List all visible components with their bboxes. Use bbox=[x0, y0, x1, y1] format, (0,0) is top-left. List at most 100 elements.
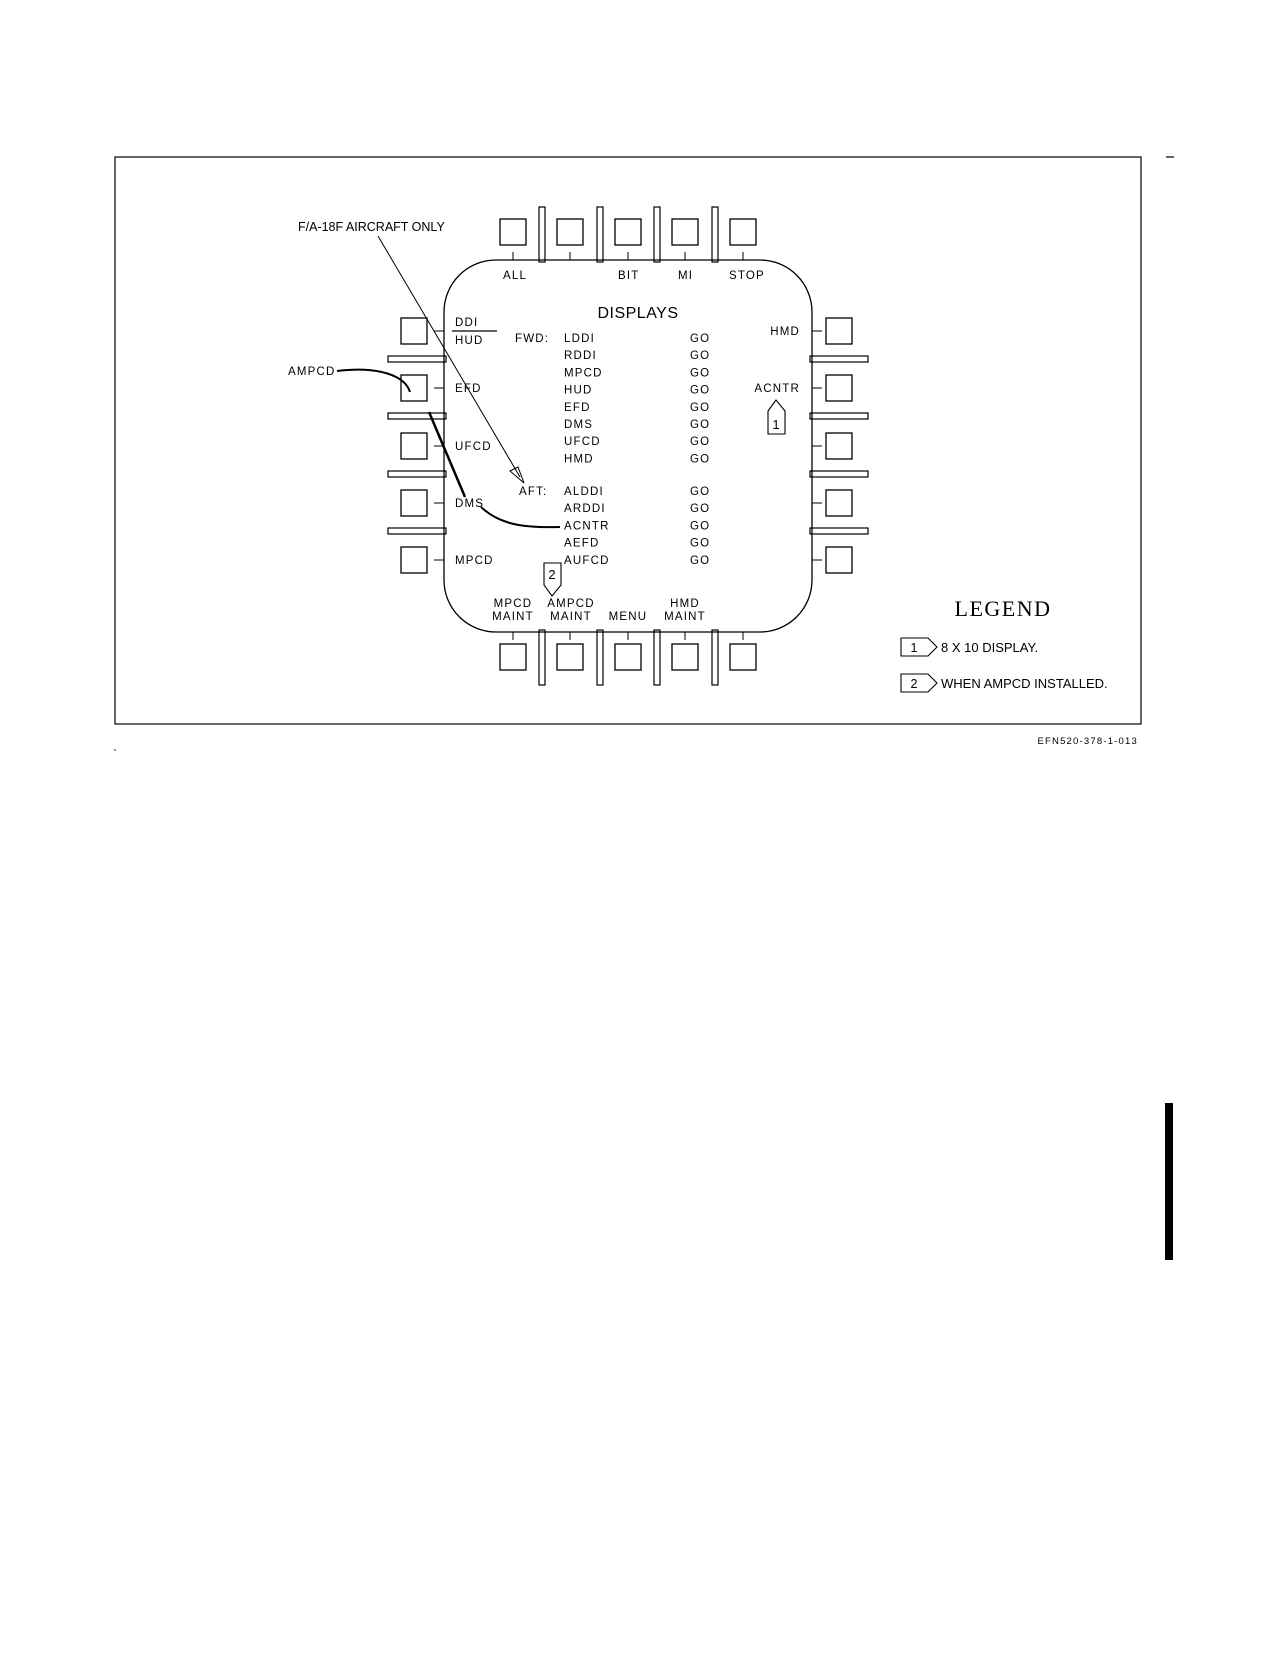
option-label-mpcd-maint-1: MPCD bbox=[494, 598, 533, 610]
callout-leader bbox=[480, 506, 561, 529]
bottom-pushbuttons bbox=[499, 629, 757, 686]
display-name: MPCD bbox=[564, 367, 603, 379]
legend-title: LEGEND bbox=[955, 596, 1052, 621]
aft-label: AFT: bbox=[519, 486, 547, 498]
callout-leader bbox=[427, 411, 467, 498]
display-name: HUD bbox=[564, 385, 593, 397]
change-bar bbox=[1165, 1103, 1173, 1260]
arrowhead-icon bbox=[509, 466, 525, 484]
pushbutton-left-4[interactable] bbox=[400, 489, 428, 517]
pushbutton-bottom-4[interactable] bbox=[671, 643, 699, 671]
option-label-ddi: DDI bbox=[455, 317, 478, 329]
callout-fa18f: F/A-18F AIRCRAFT ONLY bbox=[298, 220, 445, 234]
option-label-bit: BIT bbox=[618, 270, 640, 282]
bezel-separator-right bbox=[809, 527, 869, 535]
option-label-dms: DMS bbox=[455, 498, 484, 510]
left-pushbuttons bbox=[387, 317, 447, 574]
callout-leader bbox=[377, 235, 521, 478]
option-label-mpcd: MPCD bbox=[455, 555, 494, 567]
option-label-hmd: HMD bbox=[770, 326, 800, 338]
bezel-separator-left bbox=[387, 355, 447, 363]
legend-num-2: 2 bbox=[911, 677, 918, 691]
right-pushbuttons bbox=[809, 317, 869, 574]
bezel-separator-bottom bbox=[711, 629, 719, 686]
status-rows: LDDI GO RDDI GO MPCD GO HUD GO EFD GO DMS GO UFCD GO H… bbox=[564, 333, 710, 567]
display-name: RDDI bbox=[564, 350, 597, 362]
callout-leader bbox=[336, 368, 411, 393]
option-label-hud: HUD bbox=[455, 335, 484, 347]
pushbutton-top-1[interactable] bbox=[499, 218, 527, 246]
status-value: GO bbox=[690, 520, 710, 532]
display-name: UFCD bbox=[564, 436, 601, 448]
pushbutton-top-2[interactable] bbox=[556, 218, 584, 246]
option-label-all: ALL bbox=[503, 270, 527, 282]
bezel-separator-bottom bbox=[596, 629, 604, 686]
pushbutton-right-4[interactable] bbox=[825, 489, 853, 517]
option-label-hmd-maint-2: MAINT bbox=[664, 611, 706, 623]
option-label-ufcd: UFCD bbox=[455, 441, 492, 453]
pushbutton-right-5[interactable] bbox=[825, 546, 853, 574]
option-label-hmd-maint-1: HMD bbox=[670, 598, 700, 610]
note-flag-2 bbox=[543, 562, 562, 597]
display-name: HMD bbox=[564, 453, 594, 465]
pushbutton-left-2[interactable] bbox=[400, 374, 428, 402]
status-value: GO bbox=[690, 436, 710, 448]
pushbutton-left-5[interactable] bbox=[400, 546, 428, 574]
status-value: GO bbox=[690, 350, 710, 362]
pushbutton-bottom-5[interactable] bbox=[729, 643, 757, 671]
bezel-separator-left bbox=[387, 470, 447, 478]
option-label-ampcd-maint-2: MAINT bbox=[550, 611, 592, 623]
status-value: GO bbox=[690, 367, 710, 379]
option-label-acntr: ACNTR bbox=[754, 383, 800, 395]
bezel-separator-left bbox=[387, 412, 447, 420]
display-name: ACNTR bbox=[564, 520, 610, 532]
note-flag-2-number: 2 bbox=[548, 567, 555, 582]
pushbutton-right-1[interactable] bbox=[825, 317, 853, 345]
fwd-label: FWD: bbox=[515, 333, 549, 345]
display-name: AEFD bbox=[564, 538, 599, 550]
bezel-separator-top bbox=[711, 206, 719, 263]
status-value: GO bbox=[690, 503, 710, 515]
pushbutton-left-1[interactable] bbox=[400, 317, 428, 345]
pushbutton-right-2[interactable] bbox=[825, 374, 853, 402]
display-name: ALDDI bbox=[564, 486, 604, 498]
pushbutton-top-5[interactable] bbox=[729, 218, 757, 246]
callout-ampcd: AMPCD bbox=[288, 366, 336, 378]
pushbutton-top-4[interactable] bbox=[671, 218, 699, 246]
pushbutton-left-3[interactable] bbox=[400, 432, 428, 460]
option-label-mi: MI bbox=[678, 270, 693, 282]
status-value: GO bbox=[690, 402, 710, 414]
bezel-separator-top bbox=[538, 206, 546, 263]
status-value: GO bbox=[690, 555, 710, 567]
top-pushbuttons bbox=[499, 206, 757, 263]
option-label-ampcd-maint-1: AMPCD bbox=[547, 598, 595, 610]
status-value: GO bbox=[690, 486, 710, 498]
display-name: ARDDI bbox=[564, 503, 606, 515]
bezel-separator-bottom bbox=[538, 629, 546, 686]
status-value: GO bbox=[690, 453, 710, 465]
figure-frame bbox=[114, 156, 1142, 725]
pushbutton-right-3[interactable] bbox=[825, 432, 853, 460]
display-name: LDDI bbox=[564, 333, 595, 345]
bezel-separator-top bbox=[653, 206, 661, 263]
pushbutton-bottom-1[interactable] bbox=[499, 643, 527, 671]
display-name: DMS bbox=[564, 419, 593, 431]
display-name: AUFCD bbox=[564, 555, 610, 567]
pushbutton-top-3[interactable] bbox=[614, 218, 642, 246]
status-value: GO bbox=[690, 333, 710, 345]
option-label-mpcd-maint-2: MAINT bbox=[492, 611, 534, 623]
figure-id: EFN520-378-1-013 bbox=[1037, 736, 1138, 747]
display-name: EFD bbox=[564, 402, 591, 414]
bezel-separator-right bbox=[809, 355, 869, 363]
bezel-separator-bottom bbox=[653, 629, 661, 686]
bezel-separator-right bbox=[809, 470, 869, 478]
pushbutton-bottom-3[interactable] bbox=[614, 643, 642, 671]
status-value: GO bbox=[690, 419, 710, 431]
bezel-separator-top bbox=[596, 206, 604, 263]
legend-num-1: 1 bbox=[911, 641, 918, 655]
bezel-separator-right bbox=[809, 412, 869, 420]
pushbutton-bottom-2[interactable] bbox=[556, 643, 584, 671]
option-label-stop: STOP bbox=[729, 270, 765, 282]
